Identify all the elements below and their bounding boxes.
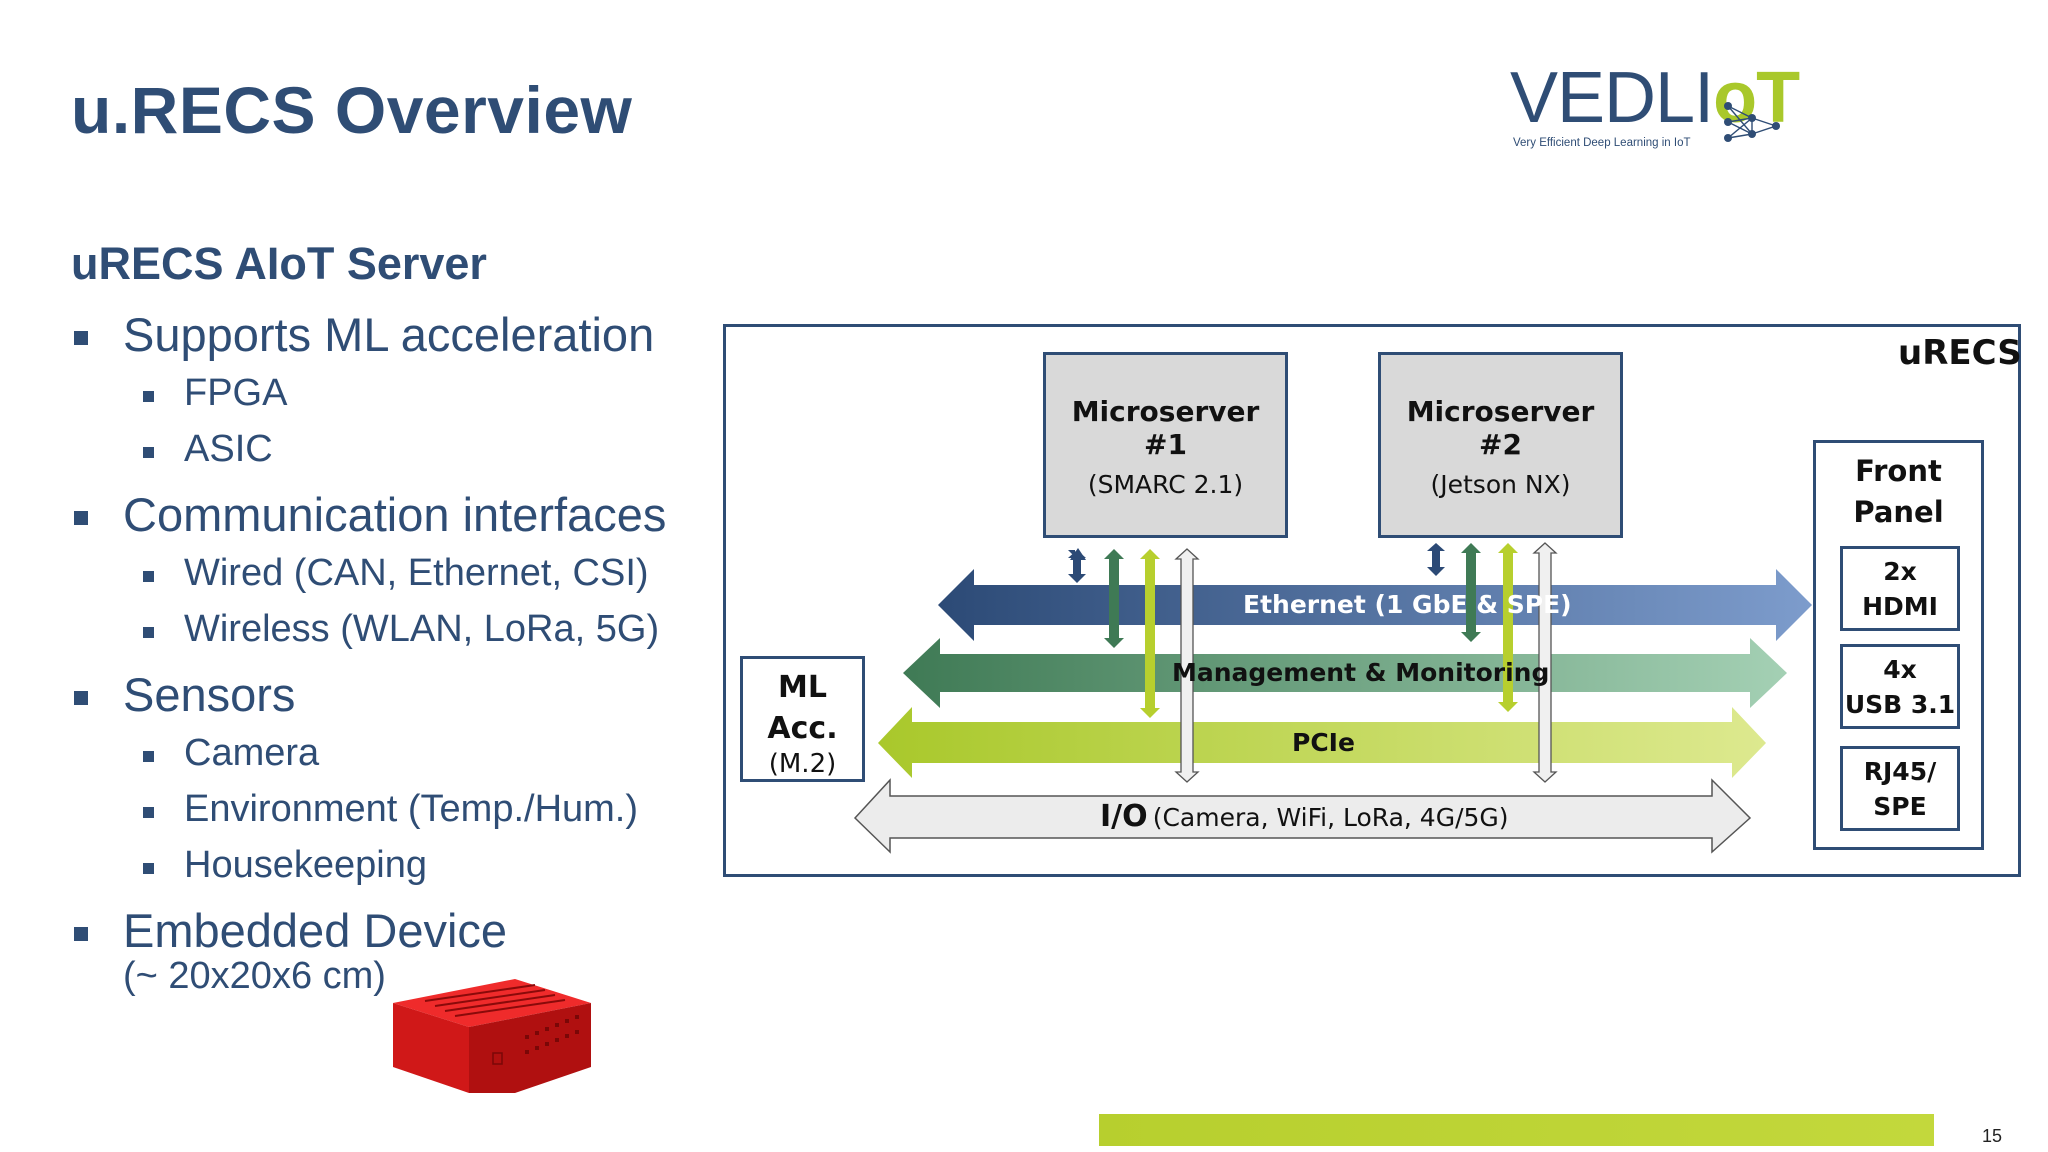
- microserver-2-title: Microserver #2: [1406, 395, 1595, 461]
- bullet-square-icon: [143, 751, 154, 762]
- page-number: 15: [1982, 1126, 2003, 1146]
- bullet-square-icon: [143, 863, 154, 874]
- ms2-ethernet-connector: [1427, 543, 1445, 576]
- microserver-1-box: Microserver #1 (SMARC 2.1): [1043, 352, 1288, 538]
- management-bus-arrow: [903, 638, 1787, 708]
- ms2-io-connector: [1532, 542, 1558, 783]
- io-bus-label: I/O (Camera, WiFi, LoRa, 4G/5G): [1100, 799, 1509, 834]
- logo-text-main: VEDLI: [1510, 58, 1714, 138]
- ms1-management-connector: [1104, 549, 1124, 648]
- front-panel-item-rj45: RJ45/SPE: [1840, 746, 1960, 831]
- io-bus-arrow: [853, 778, 1752, 854]
- management-bus-label: Management & Monitoring: [1172, 658, 1550, 687]
- footer-accent-bar: [1099, 1114, 1934, 1146]
- bullet-square-icon: [143, 391, 154, 402]
- logo-tagline: Very Efficient Deep Learning in IoT: [1513, 137, 1691, 149]
- io-bus-label-detail: (Camera, WiFi, LoRa, 4G/5G): [1152, 803, 1509, 832]
- bullet-square-icon: [143, 627, 154, 638]
- logo: VEDLIoT: [1510, 62, 1800, 134]
- ml-accelerator-subtitle: (M.2): [768, 749, 837, 779]
- bullet-square-icon: [74, 511, 88, 525]
- urecs-diagram-frame: [723, 324, 2021, 877]
- ms2-pcie-connector: [1498, 543, 1518, 712]
- microserver-1-subtitle: (SMARC 2.1): [1087, 470, 1244, 499]
- microserver-2-subtitle: (Jetson NX): [1430, 470, 1571, 499]
- ms2-management-connector: [1461, 543, 1481, 642]
- bullet-square-icon: [143, 807, 154, 818]
- io-bus-label-bold: I/O: [1100, 799, 1148, 834]
- section-heading: uRECS AIoT Server: [71, 238, 487, 289]
- bullet-square-icon: [143, 571, 154, 582]
- ethernet-bus-label: Ethernet (1 GbE & SPE): [1243, 590, 1572, 619]
- ethernet-bus-arrow: [938, 569, 1812, 641]
- logo-network-icon: [1724, 102, 1780, 142]
- bullet-square-icon: [74, 331, 88, 345]
- device-dimensions: (~ 20x20x6 cm): [123, 955, 386, 997]
- bullet-square-icon: [74, 691, 88, 705]
- bullet-square-icon: [143, 447, 154, 458]
- microserver-1-title: Microserver #1: [1071, 395, 1260, 461]
- pcie-bus-label: PCIe: [1292, 728, 1355, 757]
- ms1-io-connector: [1174, 548, 1200, 783]
- page-title: u.RECS Overview: [71, 73, 633, 147]
- bullet-square-icon: [74, 927, 88, 941]
- microserver-2-box: Microserver #2 (Jetson NX): [1378, 352, 1623, 538]
- device-image: [393, 979, 591, 1093]
- ms1-pcie-connector: [1140, 549, 1160, 718]
- ms1-ethernet-connector: [1068, 550, 1086, 583]
- diagram-label: uRECS: [1898, 333, 2022, 373]
